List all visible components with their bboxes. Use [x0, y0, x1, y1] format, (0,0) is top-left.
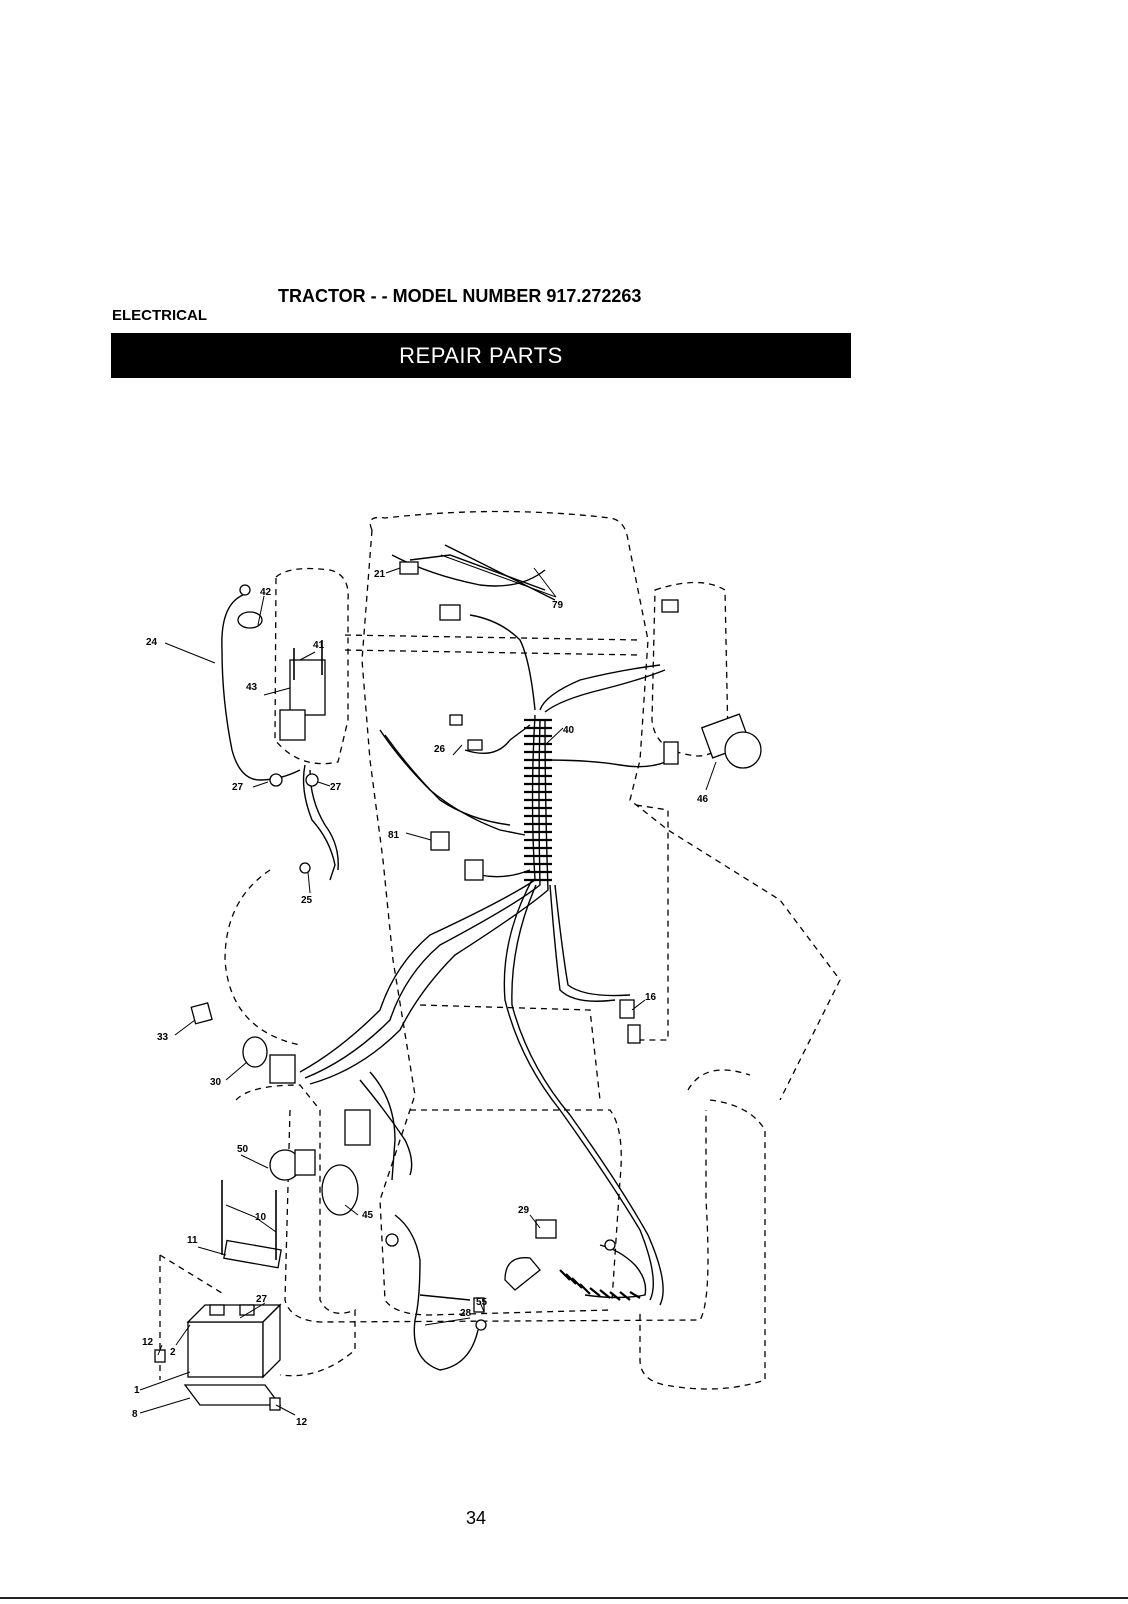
callout-27: 27 [256, 1294, 268, 1305]
callout-81: 81 [388, 830, 400, 841]
callout-46: 46 [697, 794, 709, 805]
callout-8: 8 [132, 1409, 138, 1420]
callout-12: 12 [296, 1417, 308, 1428]
callout-11: 11 [187, 1235, 198, 1246]
callout-26: 26 [434, 744, 446, 755]
clamp-shape [238, 612, 262, 628]
callout-33: 33 [157, 1032, 169, 1043]
callout-25: 25 [301, 895, 313, 906]
callout-79: 79 [552, 600, 564, 611]
callout-45: 45 [362, 1210, 374, 1221]
callout-29: 29 [518, 1205, 530, 1216]
page-number: 34 [466, 1508, 486, 1529]
part-callouts: 24 42 41 43 27 27 25 33 30 50 10 11 27 1… [132, 569, 709, 1428]
callout-12: 12 [142, 1337, 154, 1348]
callout-27: 27 [330, 782, 342, 793]
callout-30: 30 [210, 1077, 222, 1088]
wire-harness [222, 545, 670, 1370]
callout-2: 2 [170, 1347, 176, 1358]
bottom-rule [0, 1597, 1128, 1599]
callout-41: 41 [313, 640, 325, 651]
callout-50: 50 [237, 1144, 249, 1155]
callout-1: 1 [134, 1385, 140, 1396]
callout-40: 40 [563, 725, 575, 736]
callout-42: 42 [260, 587, 272, 598]
callout-21: 21 [374, 569, 386, 580]
callout-16: 16 [645, 992, 657, 1003]
callout-27: 27 [232, 782, 244, 793]
callout-43: 43 [246, 682, 258, 693]
solenoid-bracket-shape [290, 660, 325, 715]
callout-55: 55 [476, 1297, 488, 1308]
callout-28: 28 [460, 1308, 472, 1319]
callout-10: 10 [255, 1212, 267, 1223]
callout-24: 24 [146, 637, 158, 648]
